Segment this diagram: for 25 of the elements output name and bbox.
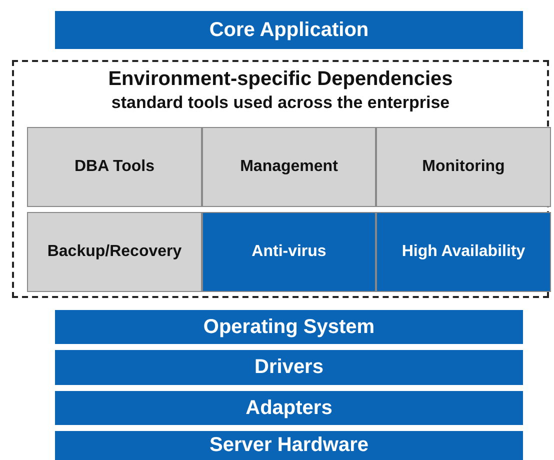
group-subtitle: standard tools used across the enterprise [111,92,450,114]
tool-cell [376,127,551,207]
layer-bar [55,310,523,344]
tool-cell [27,127,202,207]
layer-label: Server Hardware [210,434,368,457]
layer-label: Management [240,158,338,176]
layer-label: Anti-virus [252,243,326,261]
dashed-group [12,60,549,298]
tool-cell [202,127,376,207]
group-title: Environment-specific Dependencies [108,68,453,91]
layer-label: DBA Tools [74,158,154,176]
tool-cell [376,212,551,292]
layer-label: Drivers [254,356,324,379]
layer-bar [55,391,523,425]
layer-label: High Availability [402,243,526,261]
layer-bar [55,350,523,385]
tool-cell [202,212,376,292]
layer-label: Operating System [203,316,375,338]
layer-label: Monitoring [422,158,505,176]
tool-cell [27,212,202,292]
layer-bar [55,11,523,49]
layer-label: Core Application [209,18,369,42]
layer-label: Adapters [246,396,332,420]
layer-bar [55,431,523,460]
layer-label: Backup/Recovery [47,243,182,261]
